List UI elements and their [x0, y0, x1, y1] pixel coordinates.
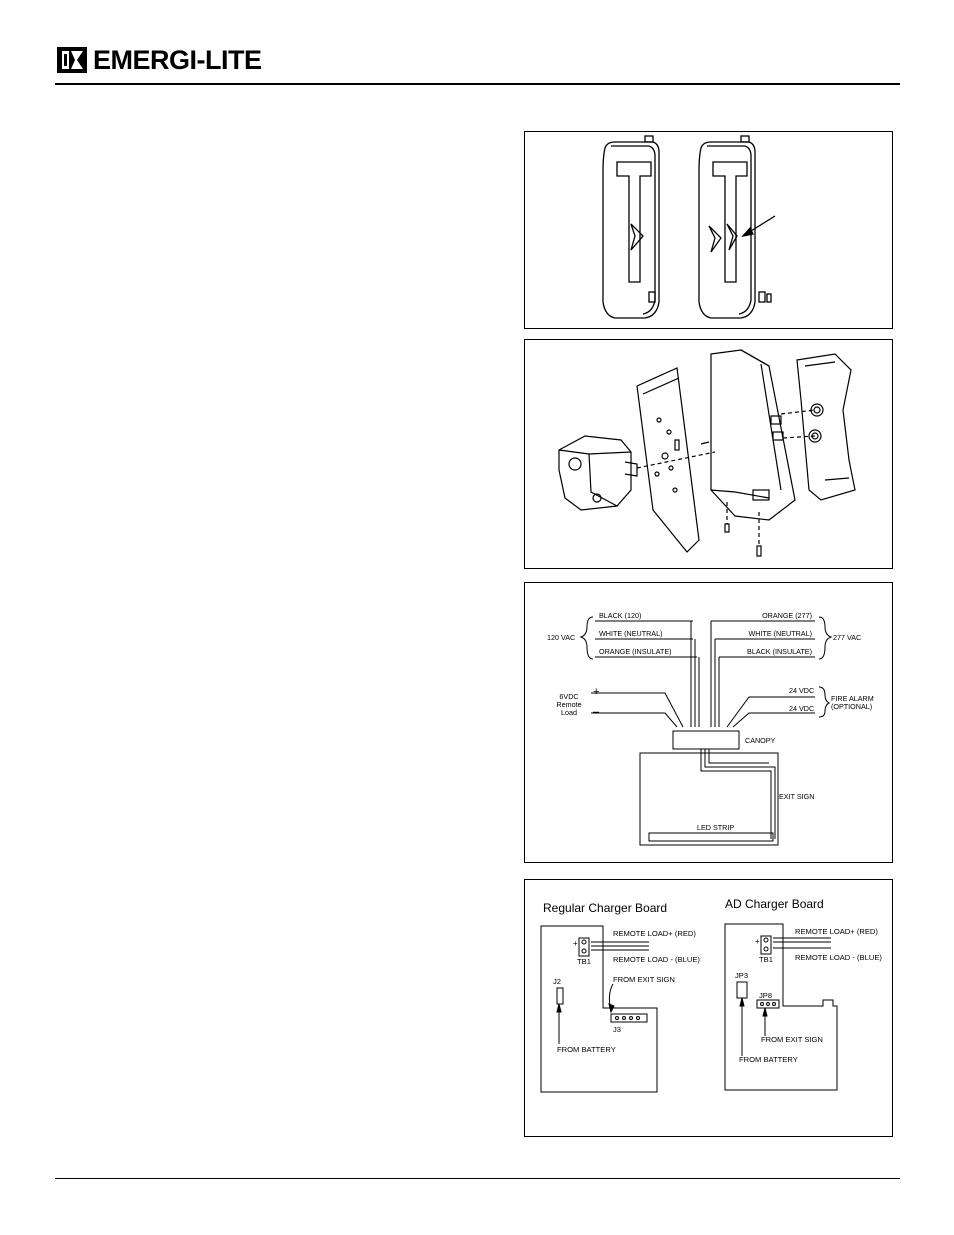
ad-from-battery: FROM BATTERY: [739, 1055, 798, 1064]
ad-jp8: JP8: [759, 991, 772, 1000]
ad-plus: +: [755, 937, 760, 946]
ad-tb1: TB1: [759, 955, 773, 964]
wire-black-120: BLACK (120): [599, 611, 641, 620]
regular-board-title: Regular Charger Board: [543, 901, 667, 915]
charger-boards-panel: Regular Charger Board AD Charger Board R…: [524, 879, 893, 1137]
ad-remote-red: REMOTE LOAD+ (RED): [795, 927, 878, 936]
sign-faces-panel: [524, 131, 893, 329]
fire-alarm-line-2: (OPTIONAL): [831, 702, 872, 711]
fire-alarm-line-1: FIRE ALARM: [831, 694, 874, 703]
regular-tb1: TB1: [577, 957, 591, 966]
wiring-diagram: BLACK (120) WHITE (NEUTRAL) ORANGE (INSU…: [547, 611, 874, 846]
regular-remote-blue: REMOTE LOAD - (BLUE): [613, 955, 700, 964]
sign-faces-diagram: [602, 135, 776, 319]
remote-load-line-2: Remote: [556, 700, 581, 709]
charger-boards-diagram: Regular Charger Board AD Charger Board R…: [540, 897, 882, 1093]
emergi-lite-logo-icon: [57, 47, 87, 73]
regular-from-battery: FROM BATTERY: [557, 1045, 616, 1054]
wire-white-neutral-left: WHITE (NEUTRAL): [599, 629, 663, 638]
regular-remote-red: REMOTE LOAD+ (RED): [613, 929, 696, 938]
fire-vdc-2: 24 VDC: [789, 704, 814, 713]
label-277vac: 277 VAC: [833, 633, 861, 642]
brand-name: EMERGI-LITE: [93, 44, 262, 75]
wire-orange-insulate: ORANGE (INSULATE): [599, 647, 672, 656]
mounting-exploded-diagram: [558, 349, 856, 557]
wire-black-insulate: BLACK (INSULATE): [747, 647, 812, 656]
plus-sign: +: [593, 686, 599, 698]
canopy-label: CANOPY: [745, 736, 776, 745]
remote-load-line-3: Load: [561, 708, 577, 717]
remote-load-line-1: 6VDC: [559, 692, 578, 701]
mounting-assembly-panel: [524, 339, 893, 569]
ad-remote-blue: REMOTE LOAD - (BLUE): [795, 953, 882, 962]
ad-board-title: AD Charger Board: [725, 897, 824, 911]
regular-j3: J3: [613, 1025, 621, 1034]
wire-white-neutral-right: WHITE (NEUTRAL): [749, 629, 813, 638]
fire-vdc-1: 24 VDC: [789, 686, 814, 695]
ad-from-exit: FROM EXIT SIGN: [761, 1035, 823, 1044]
regular-j2: J2: [553, 977, 561, 986]
minus-sign: –: [593, 706, 600, 718]
header-rule: [55, 83, 900, 85]
footer-rule: [55, 1178, 900, 1179]
ad-jp3: JP3: [735, 971, 748, 980]
led-strip-label: LED STRIP: [697, 823, 734, 832]
wiring-diagram-panel: BLACK (120) WHITE (NEUTRAL) ORANGE (INSU…: [524, 582, 893, 863]
wire-orange-277: ORANGE (277): [762, 611, 812, 620]
label-120vac: 120 VAC: [547, 633, 575, 642]
exit-sign-label: EXIT SIGN: [779, 792, 814, 801]
page-header: EMERGI-LITE: [57, 44, 262, 76]
regular-from-exit: FROM EXIT SIGN: [613, 975, 675, 984]
regular-plus: +: [573, 939, 578, 948]
